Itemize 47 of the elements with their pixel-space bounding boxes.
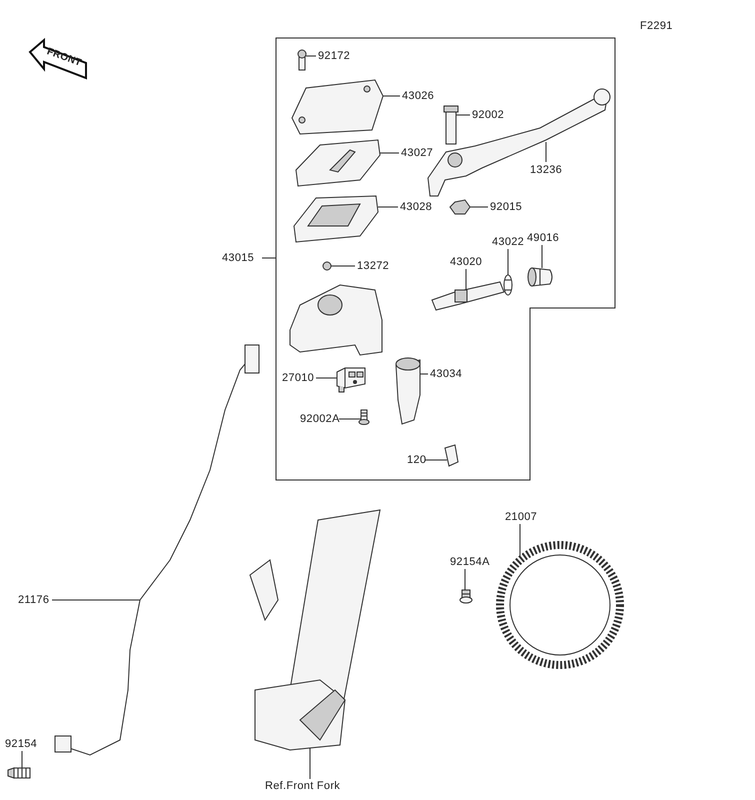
screw-drawing xyxy=(358,410,370,425)
pin-drawing xyxy=(444,106,458,144)
diaphragm-drawing xyxy=(293,195,379,243)
plate-drawing xyxy=(295,139,381,187)
clamp-drawing xyxy=(395,358,420,425)
callout-number: 43034 xyxy=(430,368,462,380)
callout-number: 27010 xyxy=(282,372,314,384)
callout-number: 92002A xyxy=(300,413,340,425)
callout-number: 43022 xyxy=(492,236,524,248)
boot-drawing xyxy=(528,268,552,286)
callout-number: 92154 xyxy=(5,738,38,750)
bolt-drawing xyxy=(8,767,30,779)
leader-line xyxy=(456,114,470,116)
callout-number: 120 xyxy=(407,454,426,466)
drawing-number: F2291 xyxy=(640,20,673,32)
callout-number: 13236 xyxy=(530,164,562,176)
callout-number: 43028 xyxy=(400,201,432,213)
bolt-drawing xyxy=(444,444,459,467)
leader-line xyxy=(464,568,466,590)
callout-number: 43026 xyxy=(402,90,434,102)
bolt-drawing xyxy=(460,590,472,604)
leader-line xyxy=(378,206,398,208)
sensor-cable-drawing xyxy=(54,344,260,756)
callout-number: 49016 xyxy=(527,232,560,244)
callout-number: 21007 xyxy=(505,511,538,523)
callout-number: 43027 xyxy=(401,147,434,159)
nut-drawing xyxy=(449,199,471,214)
leader-line xyxy=(470,206,488,208)
reservoir-cap-drawing xyxy=(291,79,384,135)
callout-number: Ref.Front Fork xyxy=(265,780,340,792)
callout-number: 92172 xyxy=(318,50,350,62)
callout-number: 92002 xyxy=(472,109,504,121)
screw-drawing xyxy=(298,50,306,70)
callout-number: 92015 xyxy=(490,201,522,213)
switch-drawing xyxy=(336,368,366,392)
leader-line xyxy=(338,418,362,420)
callout-number: 43020 xyxy=(450,256,482,268)
bleeder-drawing xyxy=(322,262,332,270)
piston-drawing xyxy=(431,281,505,311)
front-fork-drawing xyxy=(249,509,381,750)
circlip-drawing xyxy=(504,274,512,296)
callout-number: 92154A xyxy=(450,556,490,568)
callout-number: 43015 xyxy=(222,252,254,264)
callout-number: 21176 xyxy=(18,594,50,606)
callout-number: 13272 xyxy=(357,260,390,272)
sensor-ring-drawing xyxy=(496,541,624,669)
leader-line xyxy=(380,152,400,154)
